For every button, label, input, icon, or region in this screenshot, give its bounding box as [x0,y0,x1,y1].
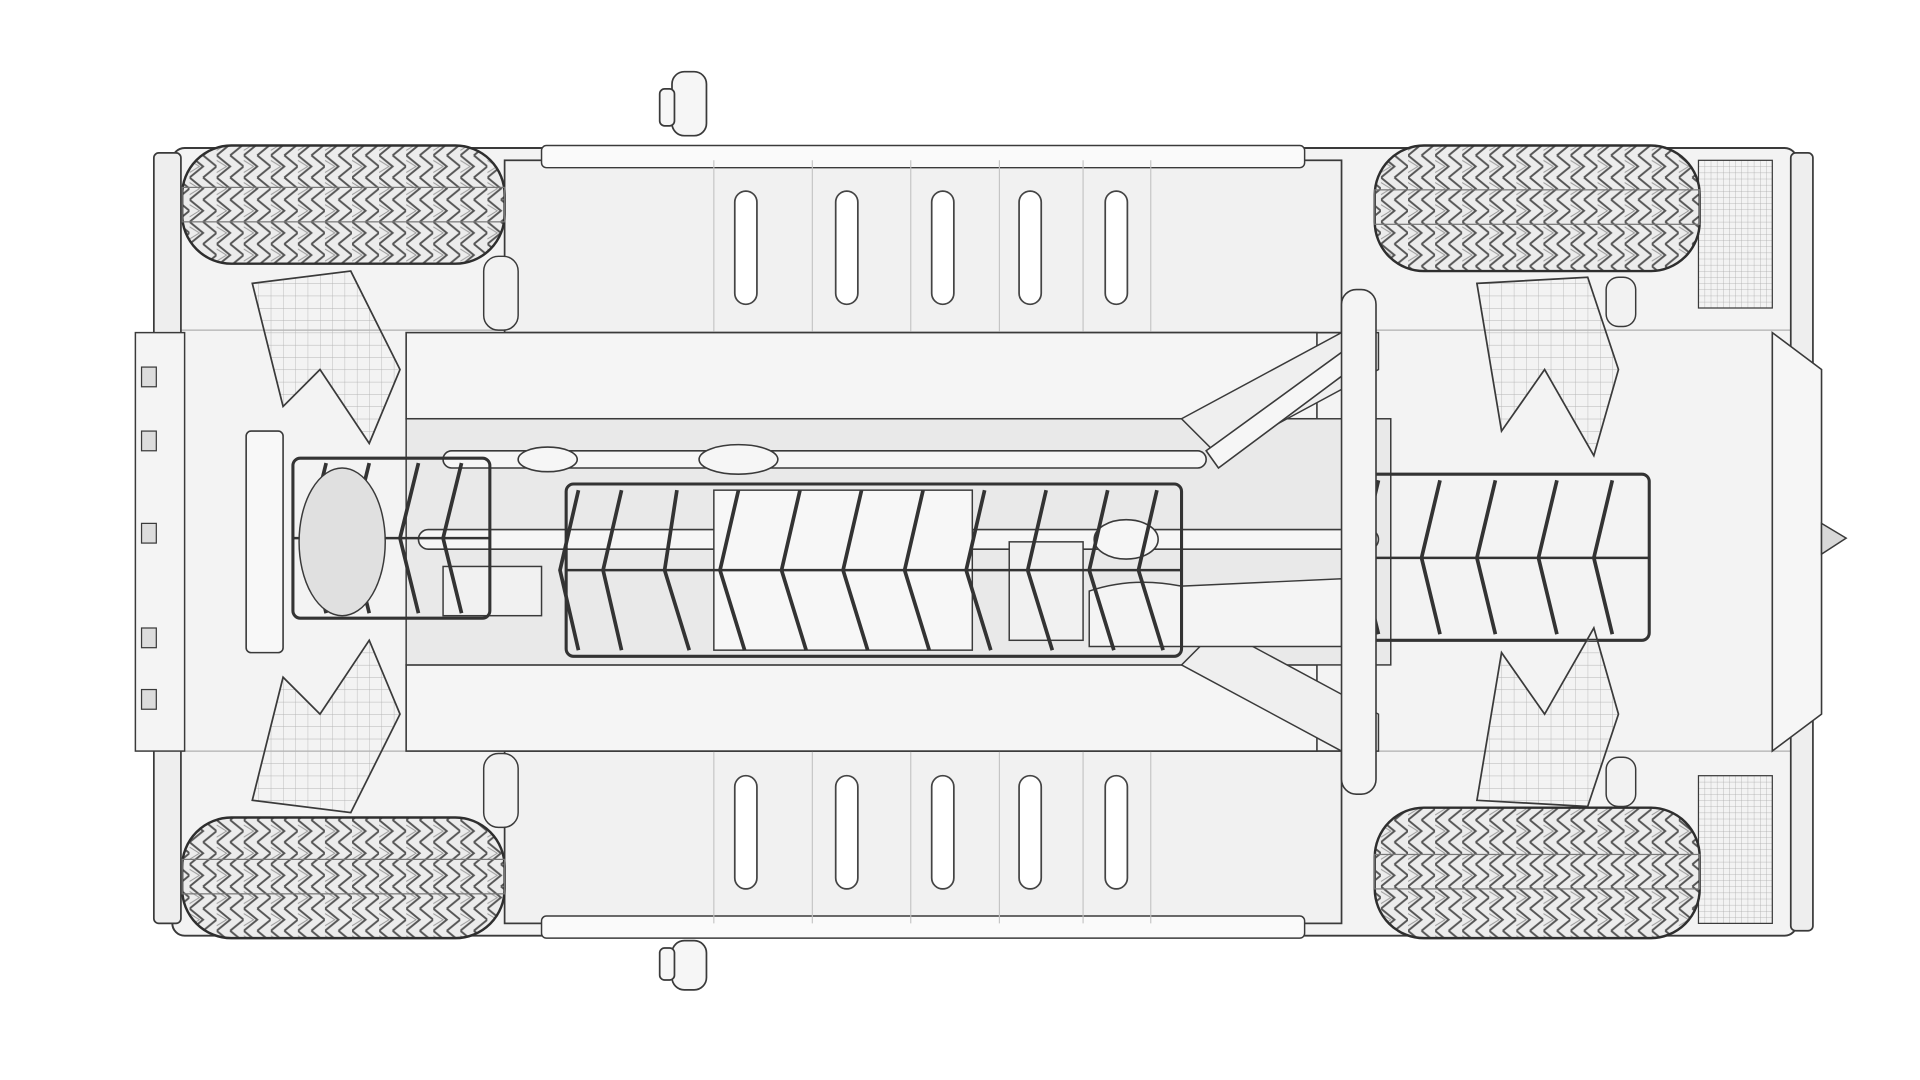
skid-plate-icon [733,190,1129,306]
mirror-icon [658,70,708,991]
tire-rear-top [1373,144,1701,273]
tire-rear-bottom [1373,806,1701,940]
axle-icon [245,270,401,814]
rocker-panel-bottom [503,750,1343,939]
rocker-panel-top [503,144,1343,334]
exhaust-pipe [442,351,1356,475]
skid-plate-cage-center [558,482,1184,658]
bumper-icon [134,152,186,925]
tire-front-bottom [180,816,506,940]
coil-springs [482,255,1637,829]
rear-bumper [1697,152,1848,932]
rear-axle [1340,276,1620,808]
tire-icon [180,144,1701,940]
tire-front-top [180,144,506,265]
